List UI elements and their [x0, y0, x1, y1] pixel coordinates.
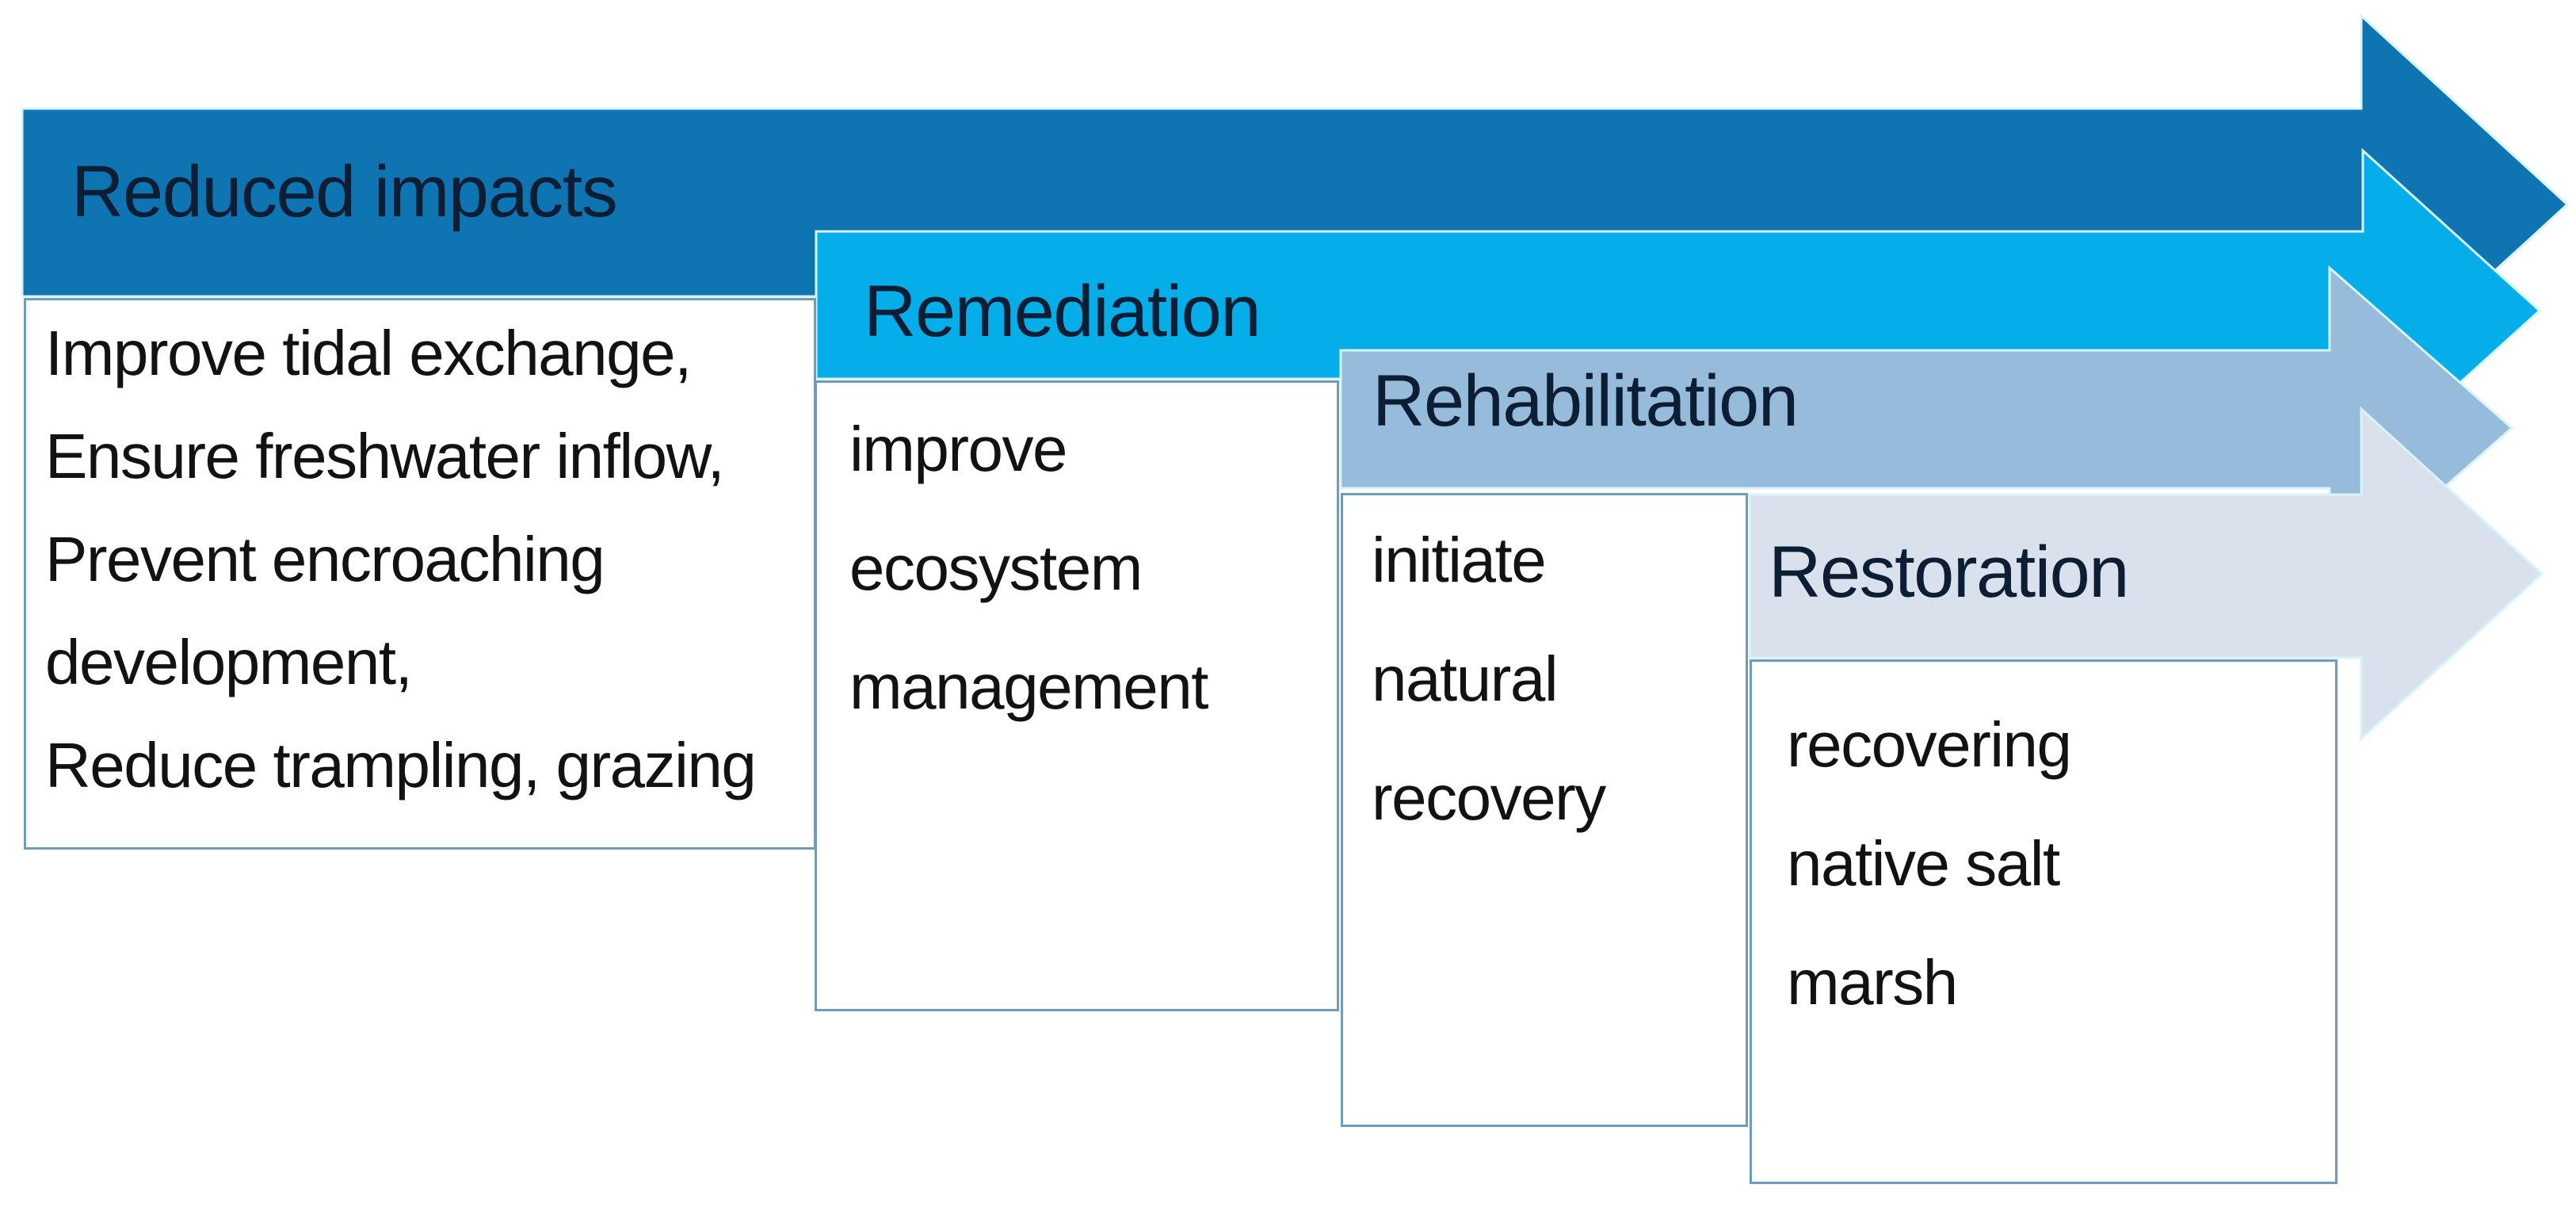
stage-title-rehabilitation: Rehabilitation	[1372, 361, 1799, 441]
detail-line: ecosystem	[849, 533, 1143, 603]
stage-title-restoration: Restoration	[1769, 532, 2129, 613]
detail-line: natural	[1372, 644, 1559, 714]
detail-box-restoration: recovering native salt marsh	[1750, 659, 2337, 1184]
detail-line: Prevent encroaching	[45, 524, 605, 594]
detail-line: recovery	[1372, 762, 1606, 833]
detail-line: Improve tidal exchange,	[45, 318, 692, 388]
detail-box-reduced-impacts: Improve tidal exchange, Ensure freshwate…	[24, 298, 816, 850]
detail-line: Reduce trampling, grazing	[45, 730, 757, 800]
stage-title-reduced-impacts: Reduced impacts	[71, 151, 618, 232]
detail-line: management	[849, 651, 1208, 722]
detail-line: improve	[849, 414, 1068, 484]
detail-line: development,	[45, 627, 413, 697]
detail-line: marsh	[1787, 947, 1958, 1018]
detail-line: recovering	[1787, 709, 2072, 780]
arrow-restoration	[1748, 406, 2544, 742]
detail-box-rehabilitation: initiate natural recovery	[1341, 493, 1748, 1127]
stage-title-remediation: Remediation	[864, 271, 1261, 352]
detail-box-remediation: improve ecosystem management	[815, 380, 1339, 1011]
detail-line: initiate	[1372, 525, 1547, 595]
detail-line: native salt	[1787, 828, 2060, 899]
detail-line: Ensure freshwater inflow,	[45, 421, 725, 491]
